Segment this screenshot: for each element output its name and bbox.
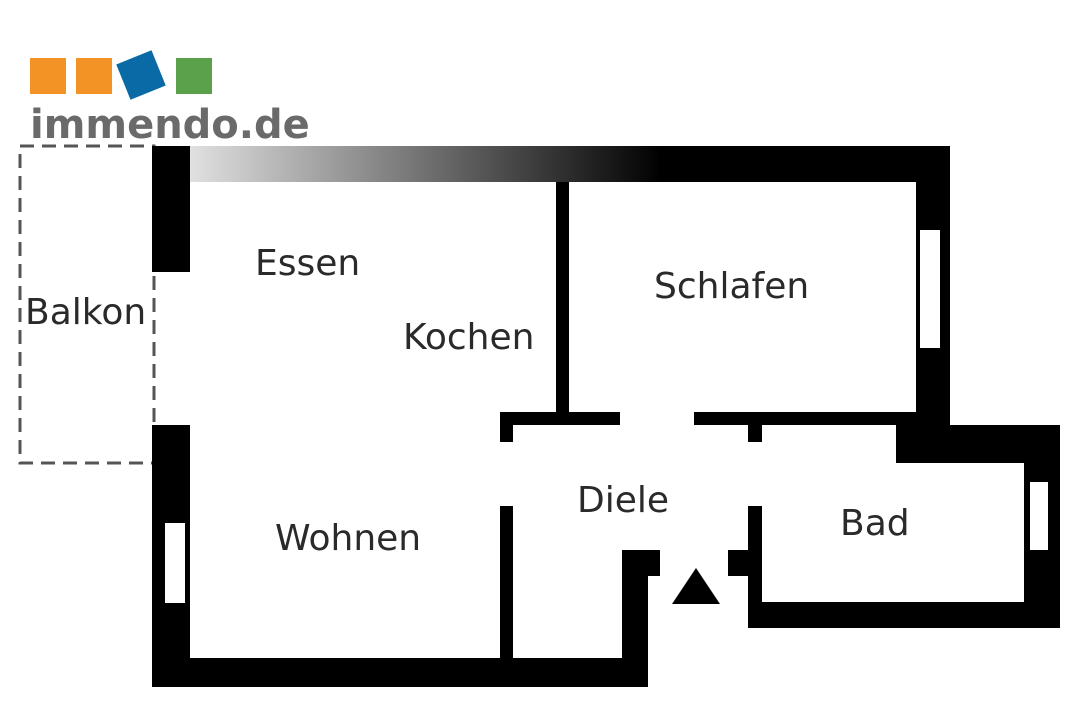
entrance-arrow-icon	[672, 568, 720, 604]
window-bad	[1030, 482, 1048, 550]
room-label-balkon: Balkon	[25, 292, 146, 333]
logo-square-2	[76, 58, 112, 94]
windows	[165, 230, 1048, 603]
room-label-essen: Essen	[255, 243, 360, 284]
room-label-bad: Bad	[840, 503, 910, 544]
logo-square-4	[176, 58, 212, 94]
walls	[152, 146, 1060, 687]
room-label-wohnen: Wohnen	[275, 518, 421, 559]
window-schlafen	[920, 230, 940, 348]
logo: immendo.de	[30, 50, 310, 148]
room-label-schlafen: Schlafen	[654, 266, 809, 307]
room-label-diele: Diele	[577, 480, 669, 521]
logo-square-3	[116, 50, 166, 100]
balcony-outline	[18, 144, 156, 465]
room-label-kochen: Kochen	[403, 317, 534, 358]
logo-square-1	[30, 58, 66, 94]
logo-text: immendo.de	[30, 102, 310, 148]
window-wohnen	[165, 523, 185, 603]
